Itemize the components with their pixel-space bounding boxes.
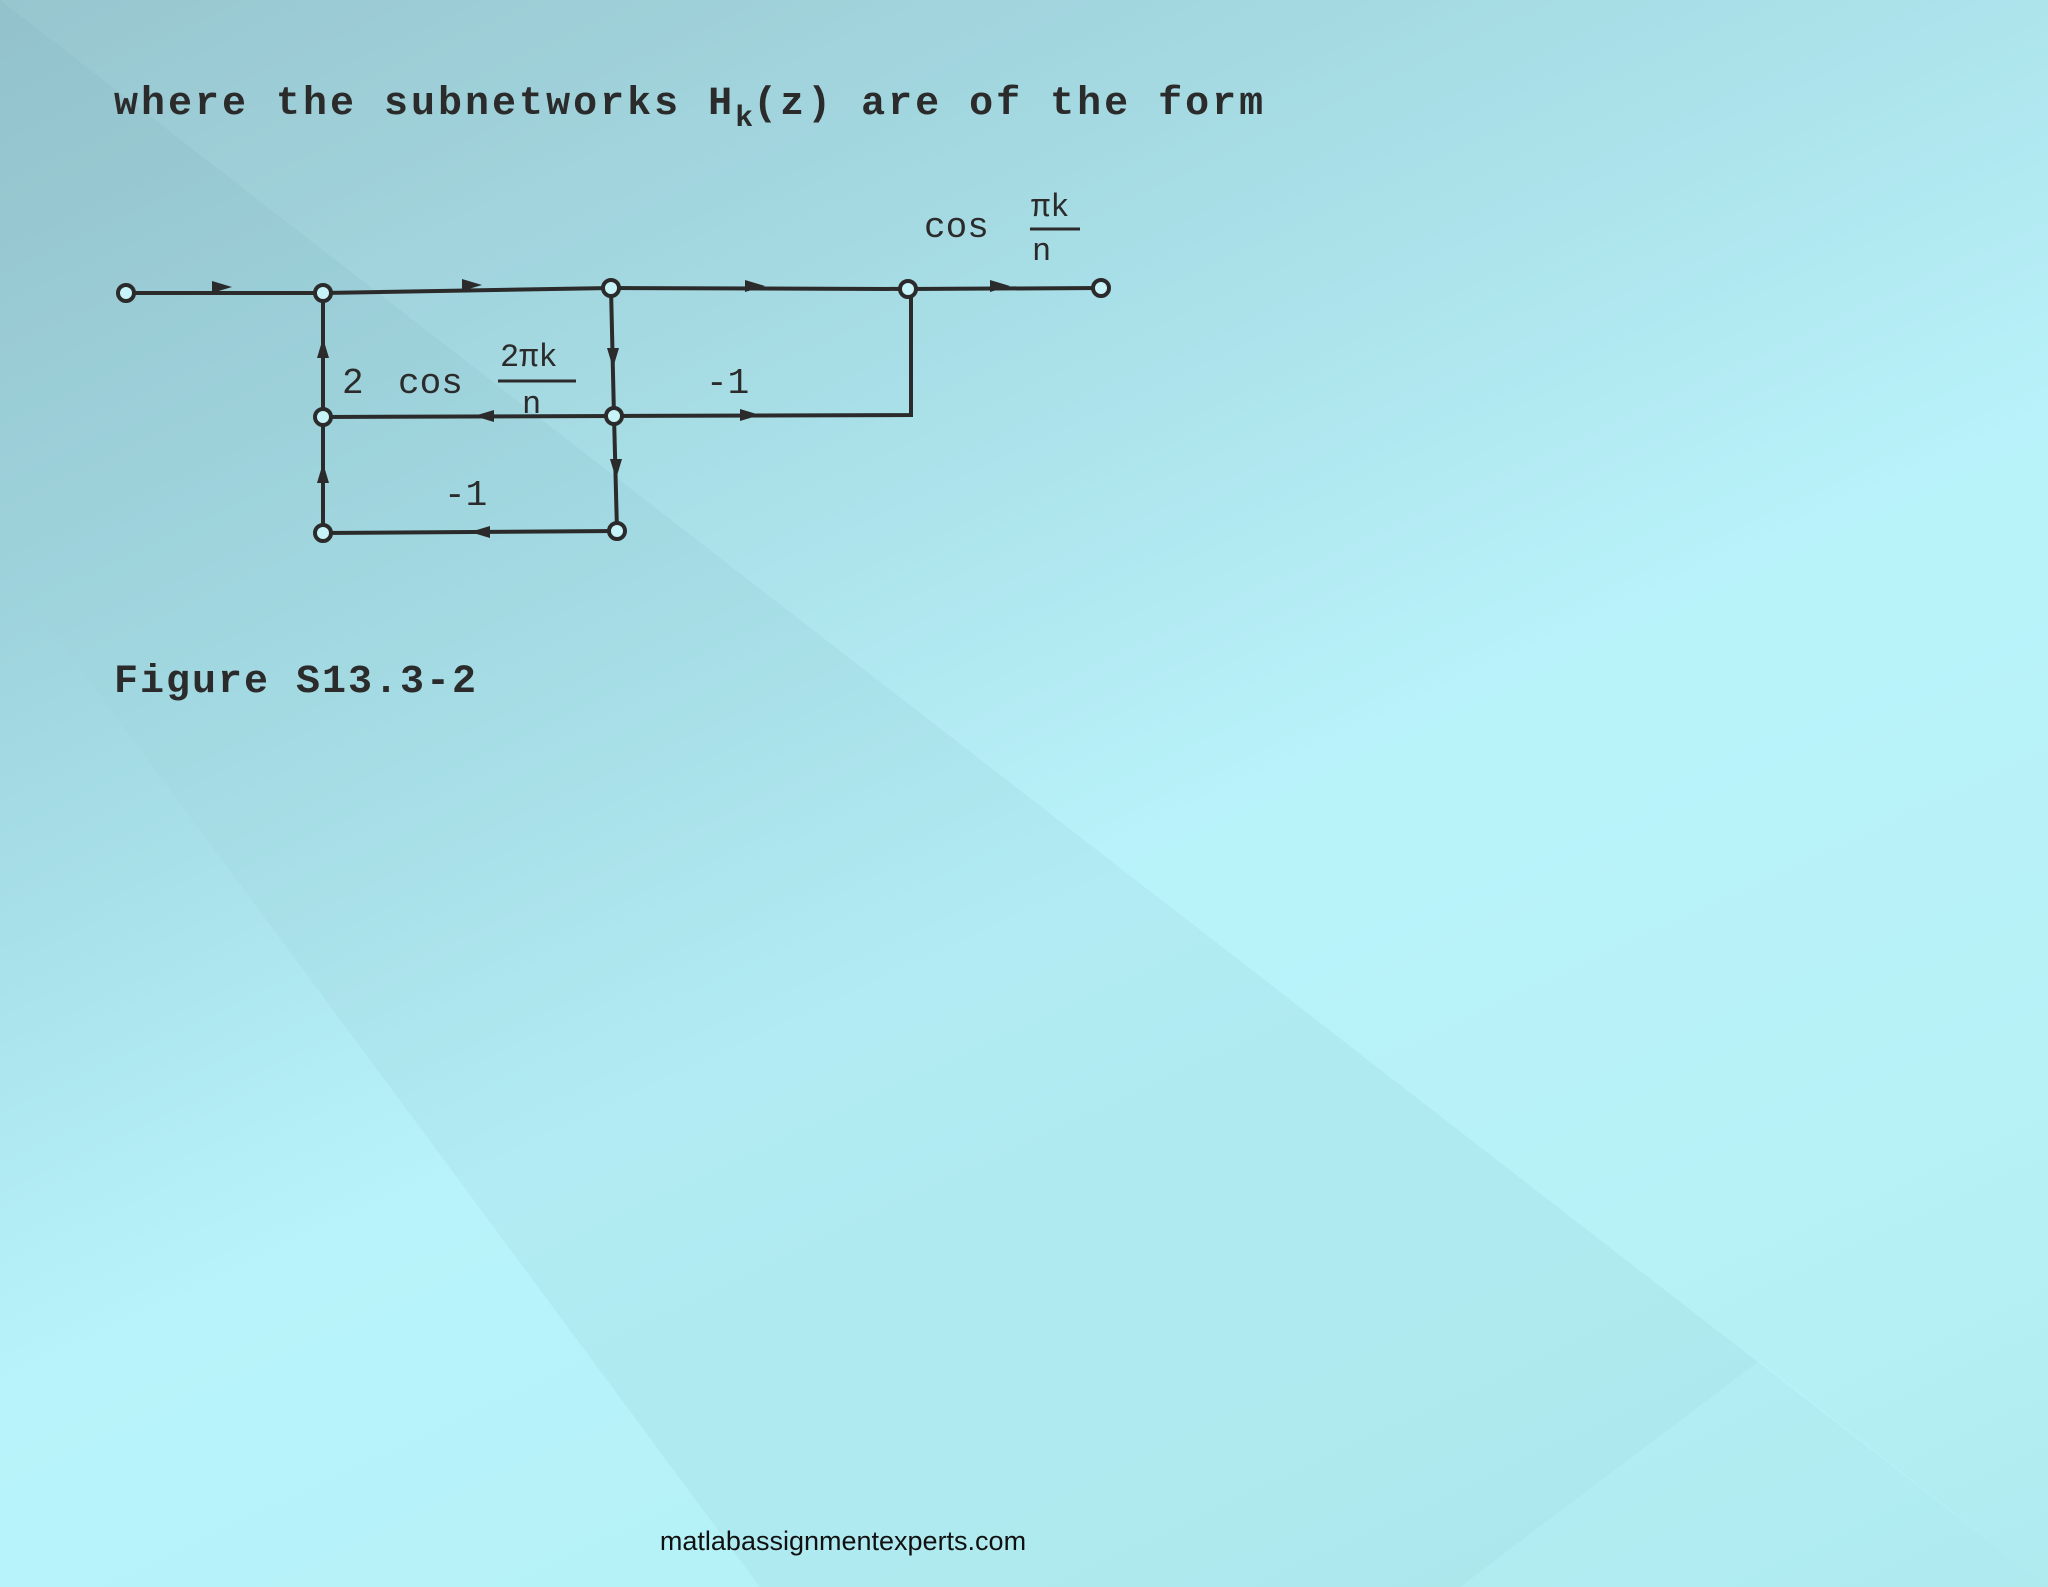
node-output — [1091, 278, 1111, 298]
arrow-input — [212, 281, 232, 293]
heading-subscript: k — [735, 102, 754, 136]
node-mid-right — [604, 406, 624, 426]
heading-suffix: (z) are of the form — [753, 82, 1267, 127]
node-bottom-right — [607, 521, 627, 541]
gain-top-func: cos — [924, 207, 989, 248]
footer-url: matlabassignmentexperts.com — [659, 1526, 1027, 1556]
nodes — [116, 278, 1111, 543]
background-facet-corner — [1460, 1360, 2048, 1587]
arrow-bottom-up — [317, 463, 329, 483]
arrow-right-branch — [740, 409, 760, 421]
node-mid-left — [313, 407, 333, 427]
node-sum-2 — [898, 279, 918, 299]
arrow-top-1 — [462, 279, 482, 291]
gain-bottom-loop: -1 — [444, 475, 487, 516]
gain-feedback-func: cos — [398, 363, 463, 404]
arrow-bottom-loop — [470, 526, 490, 538]
gain-feedback-coef: 2 — [342, 363, 364, 404]
gain-feedback-numerator: 2πk — [500, 339, 558, 376]
node-input — [116, 283, 136, 303]
arrow-delay-2 — [610, 459, 622, 479]
node-branch-1 — [601, 278, 621, 298]
arrow-feedback-up — [317, 338, 329, 358]
node-bottom-left — [313, 523, 333, 543]
gain-top-numerator: πk — [1031, 189, 1069, 226]
figure-caption: Figure S13.3-2 — [114, 660, 479, 705]
gain-feedback-denominator: n — [522, 386, 541, 423]
node-sum-1 — [313, 283, 333, 303]
gain-right-branch: -1 — [706, 363, 749, 404]
gain-top-denominator: n — [1032, 233, 1051, 270]
edge-output — [907, 286, 1102, 291]
arrow-output — [990, 280, 1010, 292]
arrowheads — [212, 279, 1010, 538]
edge-top-1 — [322, 286, 612, 295]
arrow-feedback-gain — [474, 410, 494, 422]
edge-right-branch — [613, 289, 913, 418]
heading-prefix: where the subnetworks H — [114, 82, 736, 127]
edge-top-2 — [610, 286, 909, 291]
arrow-top-2 — [745, 280, 765, 292]
arrow-delay-1 — [607, 348, 619, 368]
edge-feedback-gain — [322, 414, 615, 419]
slide-heading: where the subnetworks Hk(z) are of the f… — [114, 82, 1266, 136]
